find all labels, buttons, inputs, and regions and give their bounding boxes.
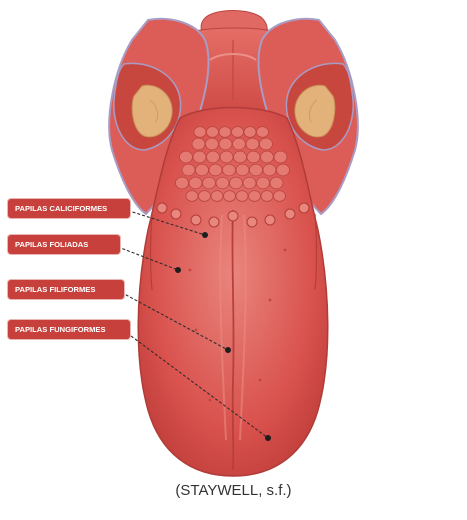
lingual-bump <box>261 191 273 202</box>
point-caliciformes <box>202 232 208 238</box>
lingual-bump <box>189 177 202 189</box>
lingual-bump <box>274 191 286 202</box>
lingual-bump <box>234 151 247 163</box>
lingual-bump <box>209 164 222 176</box>
lingual-bump <box>257 177 270 189</box>
lingual-bump <box>274 151 287 163</box>
lingual-bump <box>193 151 206 163</box>
source-caption: (STAYWELL, s.f.) <box>0 482 467 499</box>
lingual-bump <box>236 164 249 176</box>
lingual-bump <box>270 177 283 189</box>
lingual-bump <box>180 151 193 163</box>
circumvallate-papilla <box>228 211 238 221</box>
point-filiformes <box>225 347 231 353</box>
lingual-bump <box>220 151 233 163</box>
lingual-bump <box>244 127 256 138</box>
lingual-bump <box>243 177 256 189</box>
lingual-bump <box>206 138 219 150</box>
lingual-bump <box>194 127 206 138</box>
lingual-bump <box>192 138 205 150</box>
lingual-bump <box>224 191 236 202</box>
circumvallate-papilla <box>247 217 257 227</box>
lingual-bump <box>260 138 273 150</box>
lingual-bump <box>207 127 219 138</box>
lingual-bump <box>216 177 229 189</box>
lingual-bump <box>232 127 244 138</box>
lingual-bump <box>261 151 274 163</box>
lingual-bump <box>230 177 243 189</box>
lingual-bump <box>277 164 290 176</box>
lingual-bump <box>219 127 231 138</box>
lingual-bump <box>182 164 195 176</box>
lingual-bump <box>223 164 236 176</box>
lingual-bump <box>186 191 198 202</box>
circumvallate-papilla <box>171 209 181 219</box>
lingual-bump <box>249 191 261 202</box>
label-papilas-foliadas: PAPILAS FOLIADAS <box>8 235 120 254</box>
lingual-bump <box>199 191 211 202</box>
lingual-bump <box>263 164 276 176</box>
tongue-body <box>138 108 328 477</box>
lingual-bump <box>257 127 269 138</box>
lingual-bump <box>203 177 216 189</box>
circumvallate-papilla <box>191 215 201 225</box>
label-papilas-filiformes: PAPILAS FILIFORMES <box>8 280 124 299</box>
point-fungiformes <box>265 435 271 441</box>
point-foliadas <box>175 267 181 273</box>
circumvallate-papilla <box>157 203 167 213</box>
lingual-bump <box>207 151 220 163</box>
lingual-bump <box>247 151 260 163</box>
lingual-bump <box>236 191 248 202</box>
label-papilas-caliciformes: PAPILAS CALICIFORMES <box>8 199 130 218</box>
lingual-bump <box>211 191 223 202</box>
label-papilas-fungiformes: PAPILAS FUNGIFORMES <box>8 320 130 339</box>
lingual-bump <box>176 177 189 189</box>
lingual-bump <box>196 164 209 176</box>
lingual-bump <box>250 164 263 176</box>
circumvallate-papilla <box>299 203 309 213</box>
lingual-bump <box>233 138 246 150</box>
circumvallate-papilla <box>209 217 219 227</box>
lingual-bump <box>246 138 259 150</box>
circumvallate-papilla <box>285 209 295 219</box>
lingual-bump <box>219 138 232 150</box>
circumvallate-papilla <box>265 215 275 225</box>
